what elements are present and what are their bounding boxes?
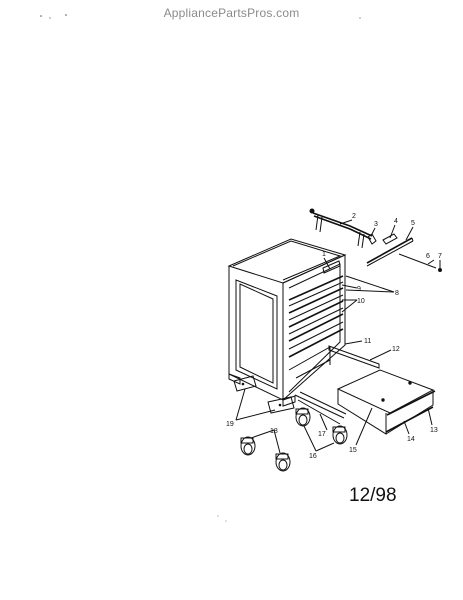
- drawer-icon: [336, 369, 436, 435]
- callout-5: 5: [411, 220, 415, 227]
- callout-1: 1: [322, 251, 326, 258]
- callout-10: 10: [357, 298, 365, 305]
- callout-9: 9: [357, 286, 361, 293]
- callout-8: 8: [395, 290, 399, 297]
- callout-4: 4: [394, 218, 398, 225]
- callout-16: 16: [309, 453, 317, 460]
- scan-specks: [40, 14, 361, 522]
- callout-19: 19: [226, 421, 234, 428]
- watermark: AppliancePartsPros.com: [163, 6, 300, 20]
- callout-2: 2: [352, 213, 356, 220]
- callout-3: 3: [374, 221, 378, 228]
- rod-icon: [398, 253, 442, 272]
- drawer-slide-icon: [294, 345, 380, 425]
- date-code: 12/98: [349, 485, 397, 506]
- callout-17: 17: [318, 431, 326, 438]
- callout-15: 15: [349, 447, 357, 454]
- clip-icon: [367, 233, 377, 245]
- callout-11: 11: [364, 338, 371, 345]
- handle-bar-icon: [309, 208, 373, 249]
- callout-6: 6: [426, 253, 430, 260]
- callout-labels: 1 2 3 4 5 6 7 8 9 10 11 12 13 14 15 16 1…: [226, 213, 442, 460]
- liner-strip-icon: [366, 237, 414, 267]
- callout-18: 18: [270, 428, 278, 435]
- leader-lines: [235, 219, 441, 454]
- callout-14: 14: [407, 436, 415, 443]
- callout-13: 13: [430, 427, 438, 434]
- label-plate-icon: [382, 233, 398, 245]
- mounting-plate-icon: [233, 375, 295, 414]
- callout-12: 12: [392, 346, 400, 353]
- caster-wheel-icon: [240, 407, 348, 472]
- callout-7: 7: [438, 253, 442, 260]
